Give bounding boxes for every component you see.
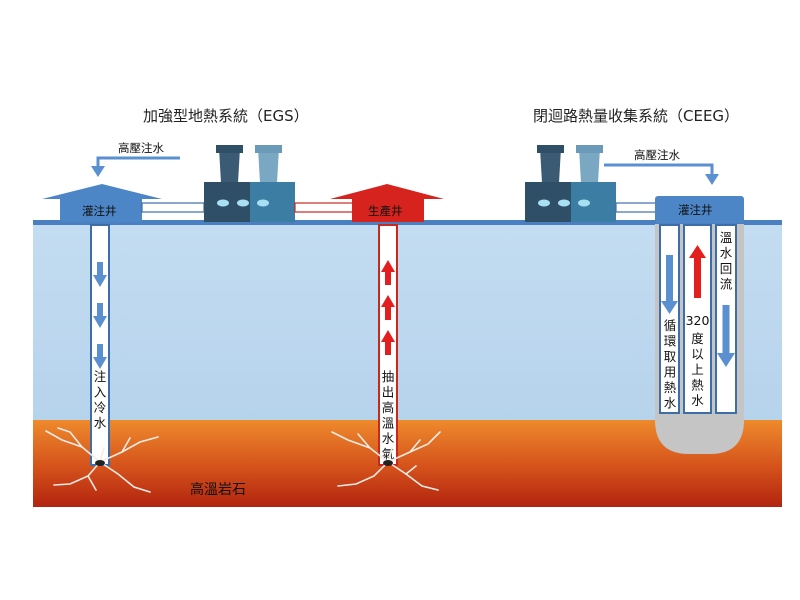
- ceeg-right-down-arrow: [717, 305, 735, 367]
- fracture-center-left: [95, 460, 105, 466]
- egs-cold-water-arrows: [93, 262, 107, 369]
- ceeg-injection-box: [655, 196, 744, 223]
- egs-pressure-label: 高壓注水: [118, 141, 164, 155]
- rock-fracture-right: [331, 431, 441, 491]
- ceeg-pipe: [615, 202, 657, 213]
- ceeg-pressure-label: 高壓注水: [634, 148, 680, 162]
- ceeg-hot-water-number: 320: [686, 313, 710, 328]
- egs-power-plant-icon: [204, 145, 295, 222]
- egs-production-well-label: 生產井: [368, 204, 403, 218]
- egs-hot-water-arrows: [381, 260, 395, 355]
- ceeg-left-pipe: [659, 224, 680, 414]
- egs-injection-house-icon: [42, 184, 162, 222]
- ceeg-pressure-arrow: [604, 163, 719, 185]
- ceeg-return-text: 溫水回流: [720, 230, 733, 292]
- egs-pipe-left: [141, 202, 205, 213]
- egs-injection-text: 注入冷水: [94, 369, 107, 431]
- ceeg-circulate-text: 循環取用熱水: [664, 318, 677, 411]
- ceeg-power-plant-icon: [525, 145, 616, 222]
- ceeg-hot-up-arrow: [689, 245, 706, 298]
- egs-pipe-right: [294, 202, 356, 213]
- egs-pressure-arrow: [91, 156, 180, 177]
- fracture-center-right: [383, 460, 393, 466]
- ceeg-title: 閉迴路熱量收集系統（CEEG）: [533, 107, 739, 125]
- rock-label: 高溫岩石: [190, 481, 246, 498]
- egs-production-text: 抽出高溫水氣: [382, 369, 395, 462]
- ceeg-hot-water-text: 度以上熱水: [691, 331, 704, 408]
- egs-injection-well-label: 灌注井: [82, 204, 117, 218]
- egs-production-house-icon: [330, 184, 444, 222]
- ground-surface-line: [33, 220, 782, 225]
- ceeg-left-down-arrow: [661, 255, 678, 314]
- egs-title: 加強型地熱系統（EGS）: [143, 107, 309, 125]
- rock-fracture-left: [45, 427, 159, 493]
- ceeg-injection-well-label: 灌注井: [678, 203, 713, 217]
